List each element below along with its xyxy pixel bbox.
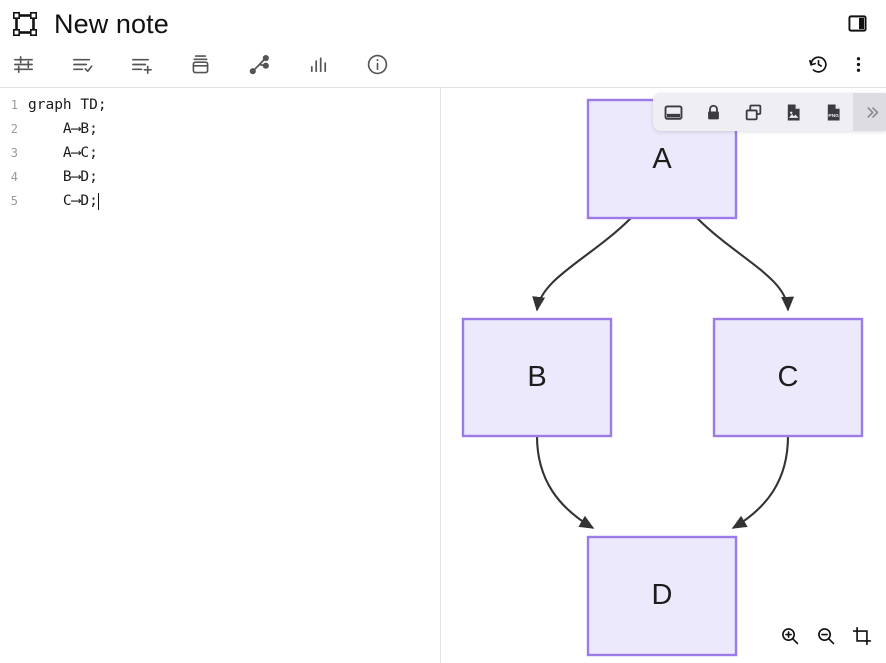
edge-a-b (532, 217, 632, 312)
code-line[interactable]: 1 graph TD; (0, 93, 440, 117)
line-number: 4 (10, 170, 18, 184)
code-line[interactable]: 2 A⟶B; (0, 117, 440, 141)
selection-handles-icon (9, 8, 41, 40)
header-divider (0, 87, 886, 88)
info-button[interactable] (362, 50, 392, 80)
node-c[interactable]: C (712, 317, 864, 438)
mermaid-flowchart: A B C D (461, 98, 864, 657)
diagram-graph-button[interactable] (244, 50, 274, 80)
code-line[interactable]: 5 C⟶D; (0, 189, 440, 213)
bar-chart-icon (307, 53, 330, 76)
line-content: A⟶B; (28, 121, 98, 137)
history-clock-icon (808, 54, 829, 75)
image-file-icon (784, 103, 803, 122)
title-bar-actions (840, 7, 874, 41)
diagram-preview-pane[interactable]: A B C D (441, 88, 886, 663)
info-circle-icon (366, 53, 389, 76)
png-file-icon: PNG (824, 103, 843, 122)
export-svg-button[interactable] (773, 93, 813, 131)
zoom-out-button[interactable] (809, 619, 843, 653)
line-content: A⟶C; (28, 145, 98, 161)
line-number: 1 (10, 98, 18, 112)
task-list-button[interactable] (67, 50, 97, 80)
line-content: B⟶D; (28, 169, 98, 185)
fit-panel-button[interactable] (653, 93, 693, 131)
zoom-in-button[interactable] (773, 619, 807, 653)
formatting-toolbar (0, 42, 886, 87)
copy-button[interactable] (733, 93, 773, 131)
git-branch-icon (248, 53, 271, 76)
zoom-controls (771, 619, 879, 653)
sliders-icon (12, 53, 35, 76)
text-caret (97, 192, 99, 210)
node-label: D (652, 579, 673, 611)
line-number: 5 (10, 194, 18, 208)
pane-divider[interactable] (440, 88, 441, 663)
more-toolbar-button[interactable] (853, 93, 886, 131)
chevron-double-right-icon (864, 104, 881, 121)
node-label: C (778, 361, 799, 393)
toolbar-right-group (794, 49, 874, 81)
line-number: 3 (10, 146, 18, 160)
png-label: PNG (828, 112, 839, 118)
copy-icon (744, 103, 763, 122)
panel-right-icon (847, 14, 867, 33)
edge-c-d (731, 435, 790, 529)
crop-icon (852, 626, 872, 646)
split-view-button[interactable] (840, 7, 874, 41)
more-options-button[interactable] (842, 49, 874, 81)
database-icon (189, 53, 212, 76)
history-button[interactable] (802, 49, 834, 81)
dots-vertical-icon (849, 55, 868, 74)
edge-b-d (535, 435, 595, 529)
node-d[interactable]: D (586, 535, 738, 657)
page-title[interactable]: New note (54, 8, 169, 39)
title-bar: New note (0, 0, 886, 47)
line-content: graph TD; (28, 97, 107, 113)
code-line[interactable]: 3 A⟶C; (0, 141, 440, 165)
settings-sliders-button[interactable] (8, 50, 38, 80)
add-list-item-button[interactable] (126, 50, 156, 80)
line-content: C⟶D; (28, 193, 98, 209)
list-check-icon (71, 53, 94, 76)
chart-button[interactable] (303, 50, 333, 80)
node-label: A (652, 143, 672, 175)
line-number: 2 (10, 122, 18, 136)
code-line[interactable]: 4 B⟶D; (0, 165, 440, 189)
node-b[interactable]: B (461, 317, 613, 438)
fit-to-screen-button[interactable] (845, 619, 879, 653)
panel-bottom-icon (664, 103, 683, 122)
list-plus-icon (130, 53, 153, 76)
magnifier-plus-icon (780, 626, 800, 646)
lock-icon (704, 103, 723, 122)
export-png-button[interactable]: PNG (813, 93, 853, 131)
node-label: B (527, 361, 546, 393)
magnifier-minus-icon (816, 626, 836, 646)
database-button[interactable] (185, 50, 215, 80)
code-editor-pane[interactable]: 1 graph TD; 2 A⟶B; 3 A⟶C; 4 B⟶D; 5 C⟶D; (0, 88, 440, 663)
edge-a-c (696, 217, 795, 312)
toolbar-left-group (8, 50, 421, 80)
lock-button[interactable] (693, 93, 733, 131)
diagram-export-toolbar: PNG (653, 93, 886, 131)
